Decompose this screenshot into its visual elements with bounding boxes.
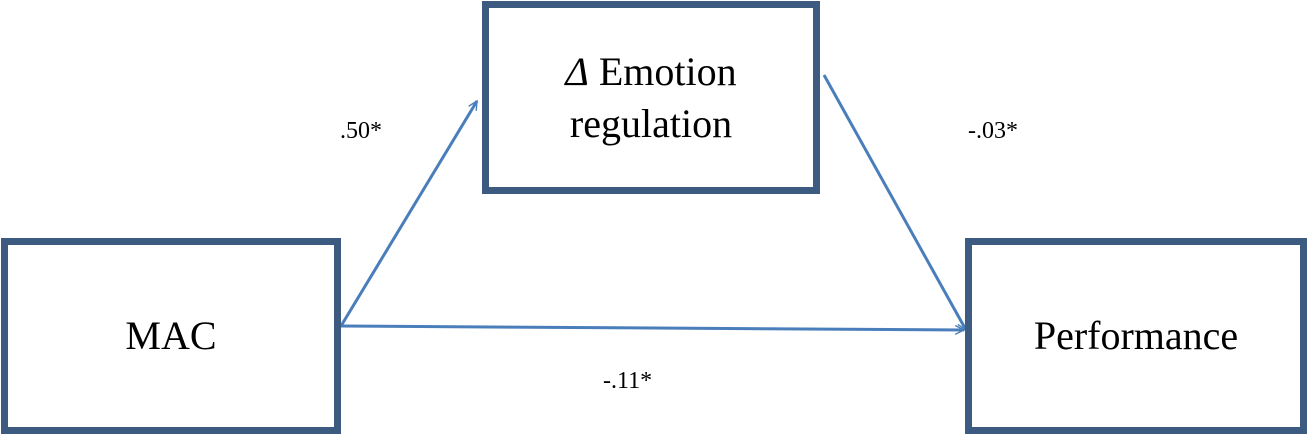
delta-symbol: Δ: [565, 48, 589, 94]
mediator-label-line-2: regulation: [569, 100, 733, 146]
path-b-coefficient: -.03*: [968, 118, 1018, 144]
path-c-arrow: [340, 324, 964, 330]
path-a-coefficient: .50*: [340, 118, 382, 144]
mediator-line-1: Δ Emotion: [565, 46, 736, 98]
path-a-arrow: [339, 101, 479, 327]
mediator-label-line-1: Emotion: [598, 48, 737, 94]
outcome-box: Performance: [965, 238, 1307, 434]
path-c-coefficient: -.11*: [603, 368, 653, 394]
outcome-label: Performance: [1033, 313, 1239, 358]
mediator-box: Δ Emotion regulation: [482, 1, 820, 194]
predictor-label: MAC: [125, 313, 217, 358]
predictor-box: MAC: [1, 238, 341, 434]
path-b-arrow: [822, 74, 968, 330]
